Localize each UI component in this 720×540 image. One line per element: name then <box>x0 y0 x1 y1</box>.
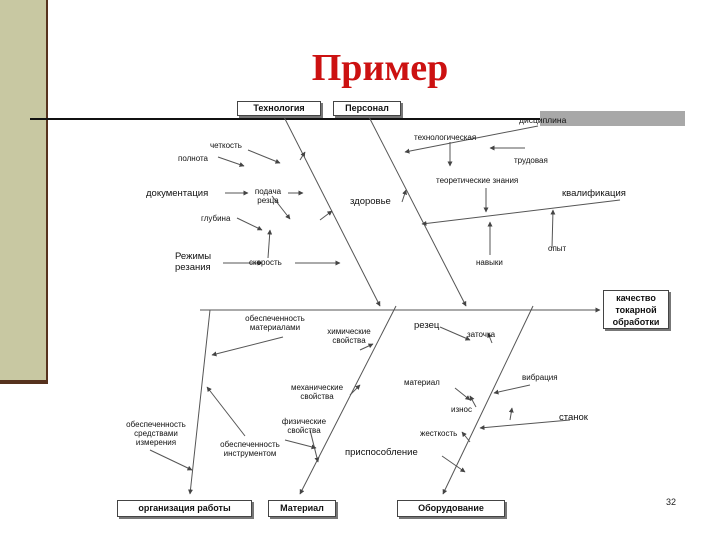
bone-equipment <box>442 305 534 495</box>
bone-material <box>299 305 397 495</box>
cause-fixture: приспособление <box>345 447 418 458</box>
cause-skills: навыки <box>476 258 503 267</box>
cause-material-supply: обеспеченность материалами <box>245 314 305 332</box>
cause-tooling: обеспеченность инструментом <box>220 440 280 458</box>
cause-machine: станок <box>559 412 588 423</box>
category-equipment: Оборудование <box>397 500 505 517</box>
cause-depth: глубина <box>201 214 231 223</box>
cause-qualification: квалификация <box>562 188 626 199</box>
cause-cutter: резец <box>414 320 440 331</box>
cause-feed: подача резца <box>254 187 282 205</box>
gray-block <box>540 111 685 126</box>
sidebar-foot <box>0 380 48 384</box>
bone-technology <box>282 114 381 307</box>
bone-personnel <box>367 114 467 307</box>
cause-mechanical: механические свойства <box>290 383 344 401</box>
cause-technological: технологическая <box>414 133 477 142</box>
cause-rigidity: жесткость <box>420 429 458 438</box>
bone-organization <box>188 309 211 495</box>
cause-documentation: документация <box>146 188 209 199</box>
page-number: 32 <box>666 497 677 507</box>
cause-cutter-material: материал <box>404 378 440 387</box>
cause-measuring-tools: обеспеченность средствами измерения <box>126 420 186 447</box>
slide-title: Пример <box>311 47 449 89</box>
category-personnel: Персонал <box>333 101 401 116</box>
cause-discipline: дисциплина <box>519 115 567 125</box>
cause-cutting-modes: Режимы резания <box>175 251 212 273</box>
slide-sidebar <box>0 0 46 384</box>
category-organization: организация работы <box>117 500 252 517</box>
category-material: Материал <box>268 500 336 517</box>
category-technology: Технология <box>237 101 321 116</box>
cause-health: здоровье <box>350 196 391 207</box>
cause-physical: физические свойства <box>281 417 327 435</box>
cause-theory: теоретические знания <box>436 176 519 185</box>
cause-wear: износ <box>451 405 473 414</box>
cause-completeness: полнота <box>178 154 208 163</box>
title-rule <box>30 118 685 120</box>
sidebar-edge <box>46 0 48 384</box>
cause-labor: трудовая <box>514 156 548 165</box>
cause-speed: скорость <box>249 258 282 267</box>
cause-clarity: четкость <box>210 141 242 150</box>
cause-vibration: вибрация <box>522 373 558 382</box>
cause-experience: опыт <box>548 244 567 253</box>
cause-sharpening: заточка <box>467 330 496 339</box>
cause-chemical: химические свойства <box>327 327 371 345</box>
effect-box: качество токарной обработки <box>603 290 669 329</box>
